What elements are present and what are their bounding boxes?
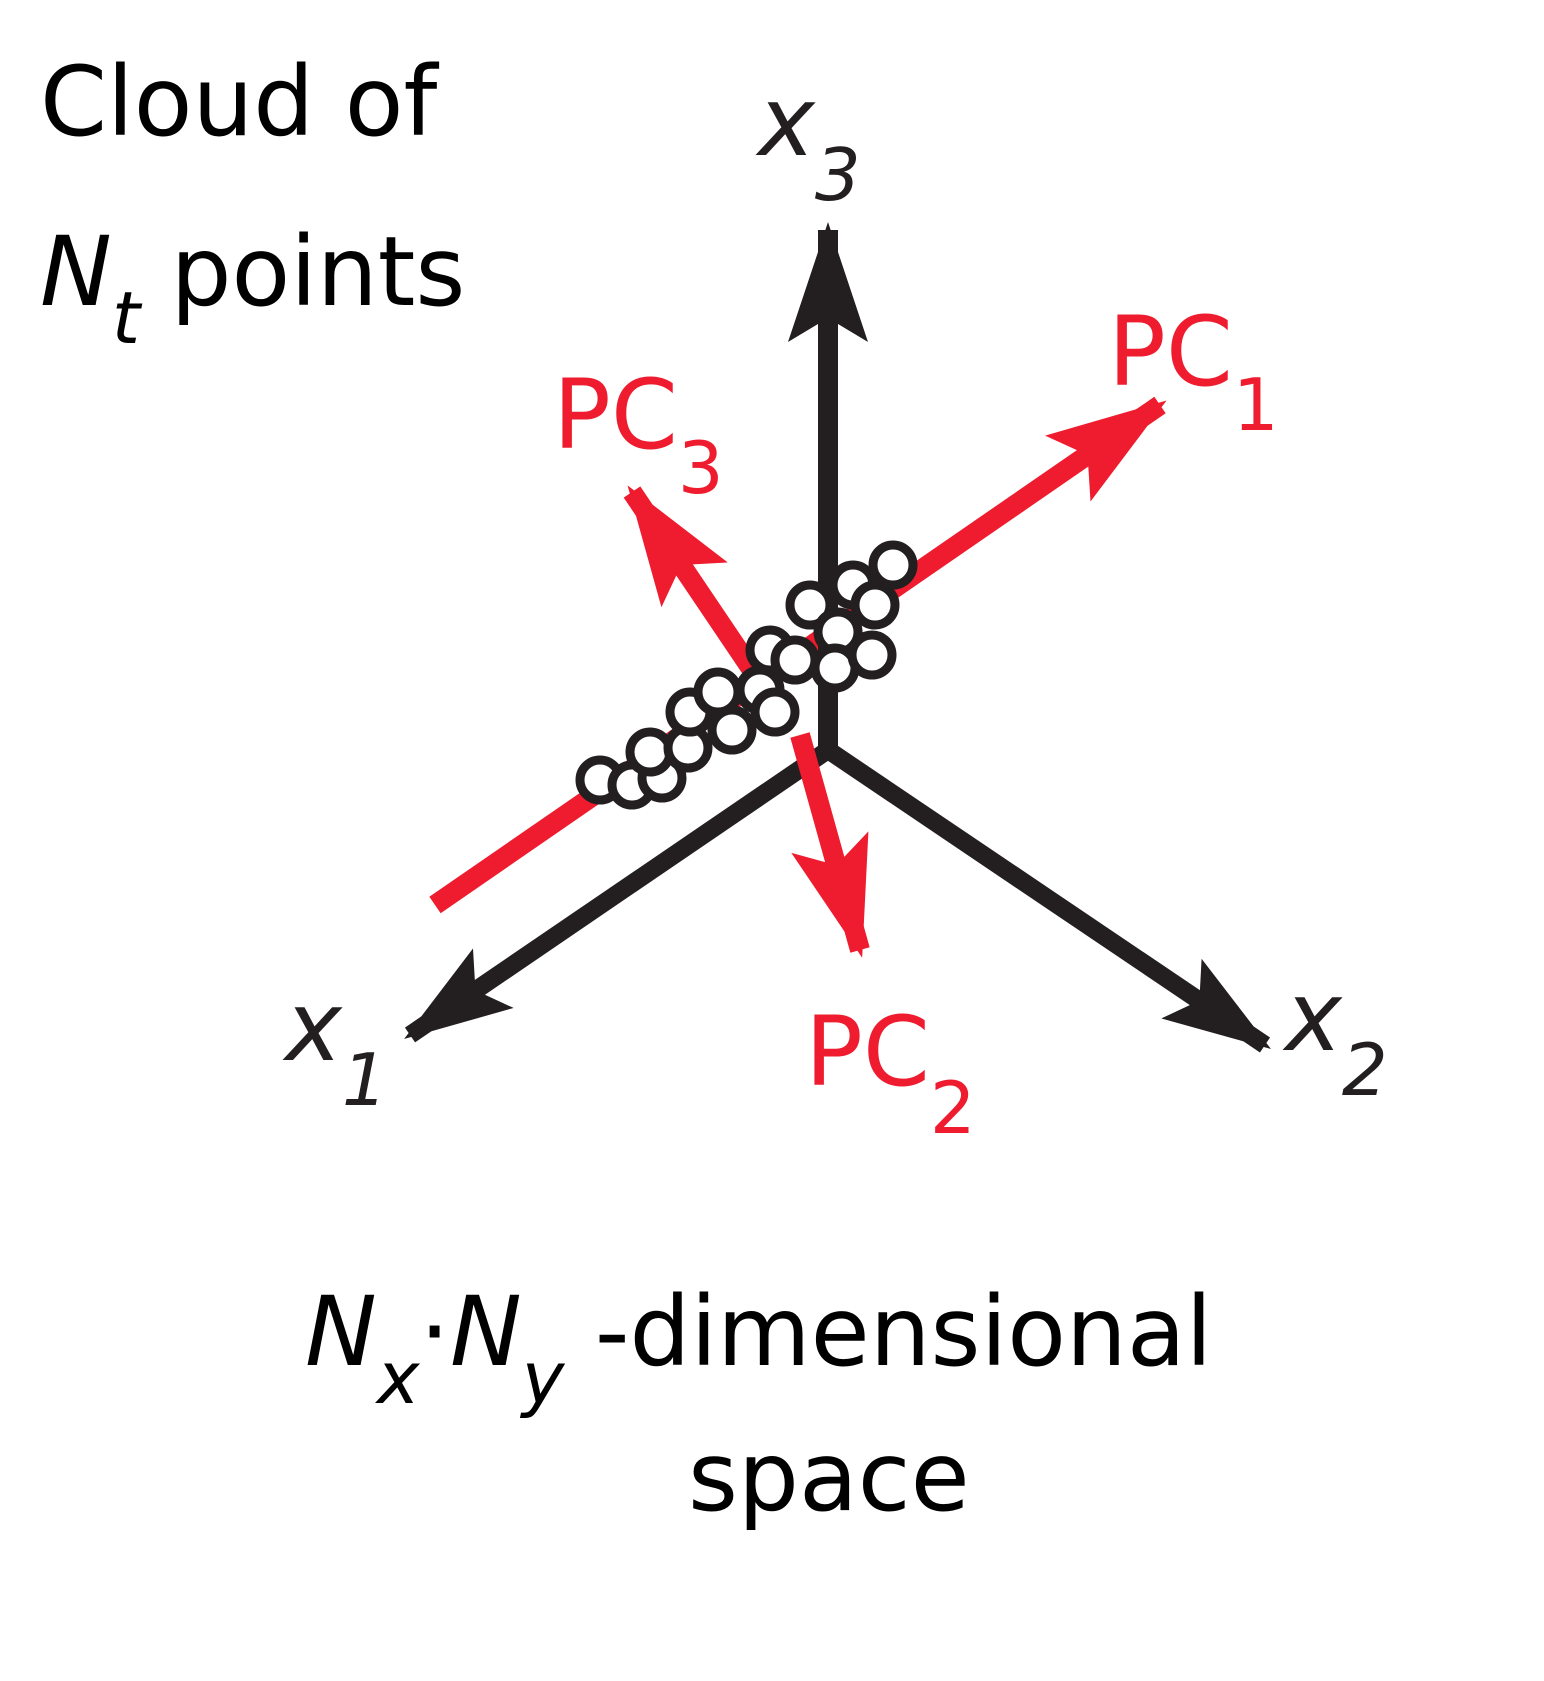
caption-n1: N — [305, 1276, 377, 1388]
pc3-label-base: PC — [553, 359, 678, 471]
caption-n2: N — [450, 1276, 522, 1388]
x2-label-base: x — [1282, 961, 1343, 1073]
data-point — [850, 580, 900, 630]
point-cloud — [575, 540, 918, 810]
pc1-label-sub: 1 — [1233, 363, 1279, 447]
x1-label-sub: 1 — [342, 1038, 388, 1122]
pc1-label: PC1 — [1108, 296, 1279, 447]
title-rest: points — [140, 216, 465, 328]
data-point — [785, 580, 835, 630]
caption-line-2: space — [688, 1421, 970, 1533]
caption-line-1: Nx·Ny -dimensional — [305, 1276, 1212, 1420]
data-point — [750, 687, 800, 737]
x2-label-sub: 2 — [1342, 1028, 1388, 1112]
caption-n2-sub: y — [520, 1336, 566, 1420]
title-line-1: Cloud of — [40, 46, 439, 158]
title-line-2: Nt points — [40, 216, 465, 360]
x2-axis-arrow — [822, 742, 1271, 1053]
data-point — [770, 635, 820, 685]
pc3-label-sub: 3 — [678, 426, 724, 510]
caption-dot: · — [419, 1276, 450, 1388]
pc3-arrow — [623, 485, 761, 676]
caption-n1-sub: x — [375, 1336, 421, 1420]
x1-label: x1 — [282, 971, 388, 1122]
x3-label-sub: 3 — [815, 133, 861, 217]
x1-axis-arrow — [404, 742, 834, 1043]
caption-rest: -dimensional — [564, 1276, 1212, 1388]
pc2-label-base: PC — [805, 996, 930, 1108]
pc2-label-sub: 2 — [930, 1066, 976, 1150]
pc3-label: PC3 — [553, 359, 724, 510]
pc2-label: PC2 — [805, 996, 976, 1150]
title-n: N — [40, 216, 112, 328]
data-point — [707, 705, 757, 755]
x1-label-base: x — [282, 971, 343, 1083]
x2-label: x2 — [1282, 961, 1388, 1112]
x3-label: x3 — [755, 66, 861, 217]
title-n-sub: t — [112, 276, 143, 360]
pc2-arrow — [790, 732, 870, 958]
pc1-label-base: PC — [1108, 296, 1233, 408]
data-point — [868, 540, 918, 590]
x3-label-base: x — [755, 66, 816, 178]
data-point — [847, 630, 897, 680]
